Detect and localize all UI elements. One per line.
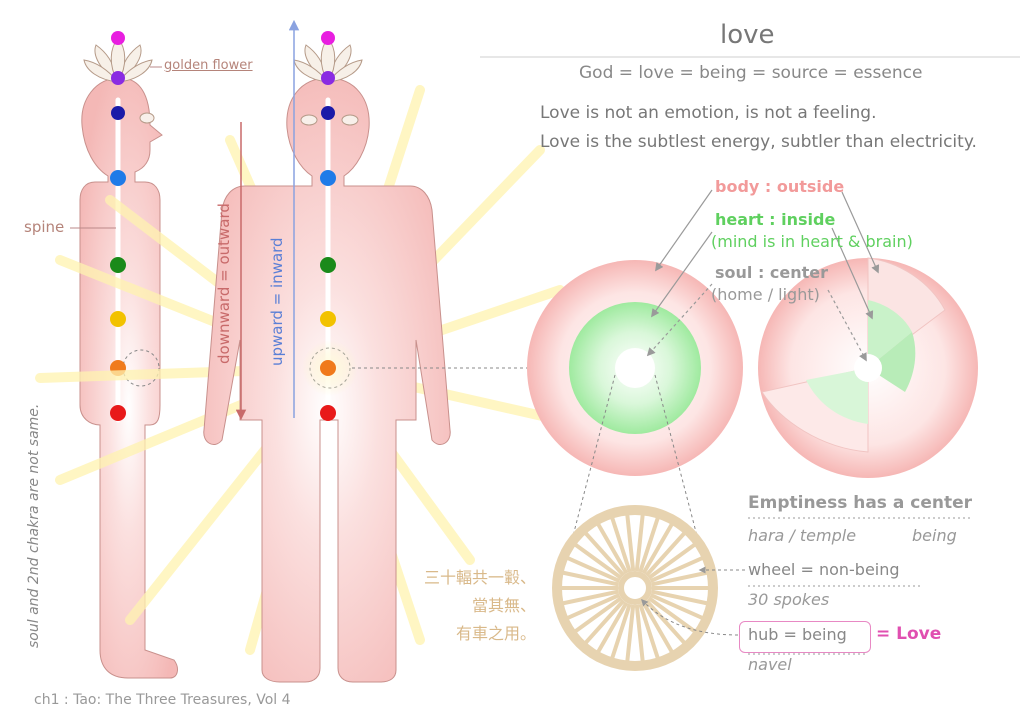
downward-label: downward = outward: [215, 203, 233, 364]
wheel-spoke: [625, 604, 636, 662]
chinese-line-1: 三十輻共一轂、: [424, 568, 537, 587]
sphere-section: [527, 260, 743, 476]
wheel-spoke: [634, 604, 645, 662]
spokes-label: 30 spokes: [748, 590, 830, 609]
wheel-spoke: [644, 531, 687, 577]
layer-arrows: [646, 189, 880, 362]
soul-label: soul : center: [715, 263, 829, 282]
wheel-spoke: [562, 589, 619, 606]
soul-note: (home / light): [711, 285, 820, 304]
hara-label: hara / temple: [748, 526, 857, 545]
equals-love: = Love: [876, 624, 942, 644]
wheel-spoke: [634, 514, 645, 572]
wheel-spoke: [638, 603, 660, 659]
source-footer: ch1 : Tao: The Three Treasures, Vol 4: [34, 692, 291, 708]
wheel-spoke: [625, 514, 636, 572]
wheel-spoke: [641, 601, 674, 654]
wheel-spoke: [573, 542, 623, 580]
wheel-spoke: [566, 556, 621, 583]
heart-note: (mind is in heart & brain): [711, 232, 913, 251]
page-title: love: [720, 20, 775, 50]
emptiness-heading: Emptiness has a center: [748, 493, 972, 513]
wheel-icon: [552, 505, 718, 671]
wheel-spoke: [562, 570, 619, 587]
hub-label: hub = being: [748, 625, 847, 644]
wheel-spoke: [596, 601, 629, 654]
wheel-spoke: [644, 599, 687, 645]
wheel-spoke: [583, 531, 626, 577]
wheel-spoke: [647, 542, 697, 580]
body-label: body : outside: [715, 177, 845, 196]
wheel-spoke: [649, 556, 704, 583]
wheel-spoke: [610, 603, 632, 659]
wheel-spoke: [649, 593, 704, 620]
sphere-cutaway: [758, 257, 978, 478]
front-figure: [203, 19, 451, 683]
wheel-spoke: [566, 593, 621, 620]
wheel-label: wheel = non-being: [748, 560, 900, 579]
wheel-spoke: [641, 522, 674, 575]
golden-flower-label: golden flower: [164, 58, 253, 73]
spine-label: spine: [24, 218, 65, 236]
chinese-line-3: 有車之用。: [456, 624, 537, 643]
wheel-spoke: [647, 596, 697, 634]
wheel-spoke: [651, 589, 708, 606]
wheel-spoke: [596, 522, 629, 575]
lotus-icon: [83, 37, 153, 84]
intro-line-1: Love is not an emotion, is not a feeling…: [540, 103, 877, 123]
equation: God = love = being = source = essence: [579, 63, 923, 83]
chinese-line-2: 當其無、: [472, 596, 537, 615]
wheel-spoke: [610, 517, 632, 573]
wheel-spoke: [583, 599, 626, 645]
being-label: being: [912, 526, 957, 545]
intro-line-2: Love is the subtlest energy, subtler tha…: [540, 132, 977, 152]
wheel-spoke: [651, 570, 708, 587]
upward-label: upward = inward: [268, 237, 286, 366]
navel-label: navel: [748, 655, 792, 674]
lotus-icon: [293, 37, 363, 84]
wheel-spoke: [638, 517, 660, 573]
vertical-note: soul and 2nd chakra are not same.: [26, 403, 42, 648]
heart-label: heart : inside: [715, 210, 836, 229]
wheel-spoke: [573, 596, 623, 634]
hub-highlight: [739, 621, 871, 653]
